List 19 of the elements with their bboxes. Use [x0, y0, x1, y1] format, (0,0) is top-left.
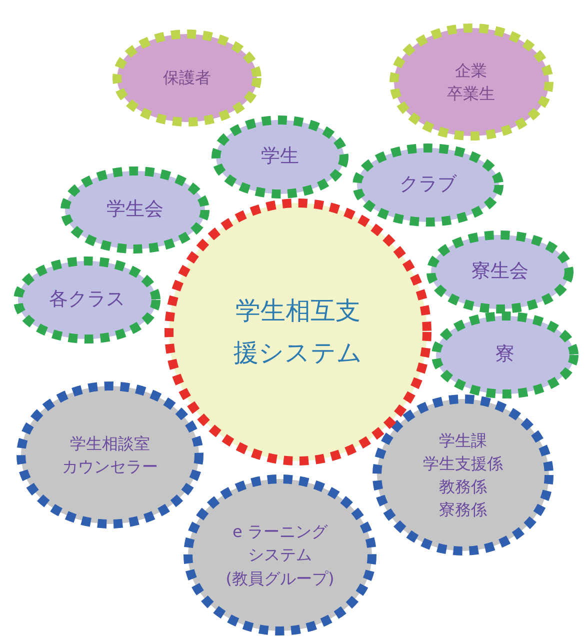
node-label: 学生	[261, 144, 299, 170]
node-label: 卒業生	[447, 83, 495, 105]
node-label: 学生相互支援システム	[232, 294, 364, 369]
node-label: 企業	[455, 60, 487, 82]
node-label: 学生会	[106, 197, 164, 222]
node-label: 学生課	[439, 430, 487, 452]
node-label: 学生相談室	[70, 432, 150, 455]
node-label: 寮務係	[439, 499, 487, 522]
node-label: システム	[248, 544, 312, 566]
node-label: e ラーニング	[232, 521, 328, 544]
node-label: 保護者	[163, 67, 211, 90]
node-label: (教員グループ)	[226, 568, 334, 590]
node-label: 学生支援係	[423, 452, 503, 475]
node-label: カウンセラー	[62, 456, 158, 478]
node-label: 寮生会	[472, 259, 528, 284]
node-label: 各クラス	[49, 287, 125, 312]
node-label: クラブ	[400, 172, 456, 198]
node-label: 教務係	[439, 476, 487, 498]
node-label: 寮	[496, 342, 514, 368]
